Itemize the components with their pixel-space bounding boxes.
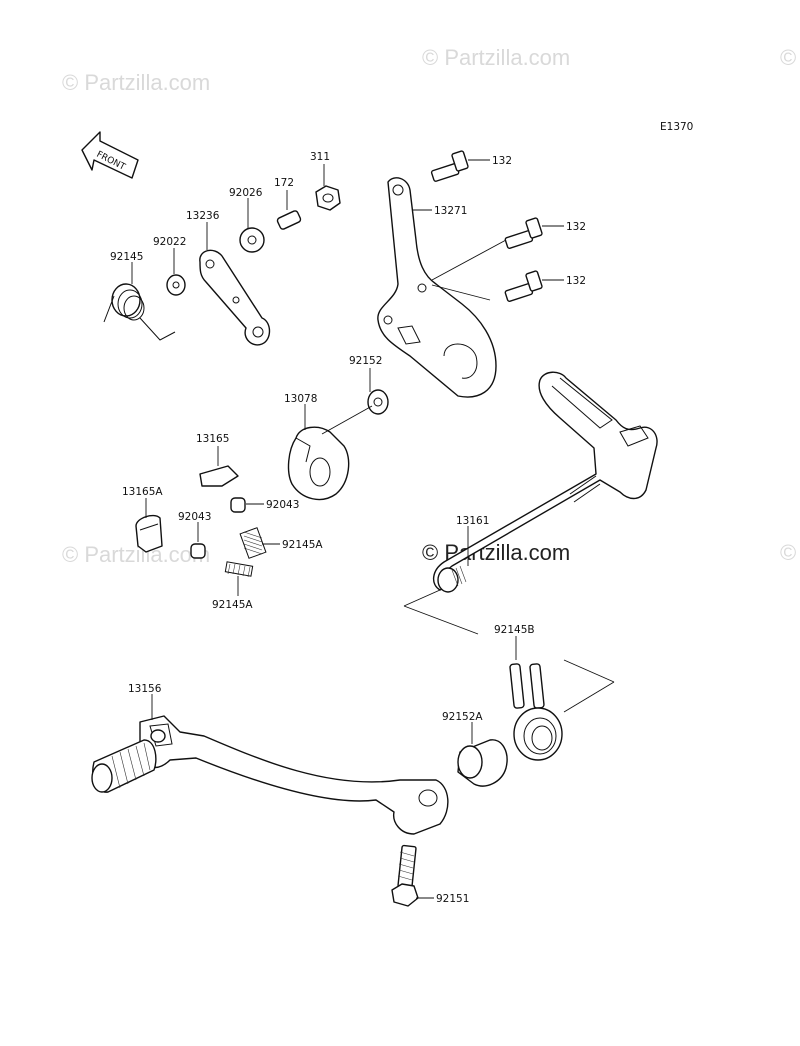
- label-13078: 13078: [284, 393, 317, 405]
- label-92152A: 92152A: [442, 711, 483, 723]
- label-311: 311: [310, 151, 330, 163]
- lever-13236-icon: [199, 249, 271, 346]
- label-92043-right: 92043: [266, 499, 299, 511]
- nut-311-icon: [315, 185, 341, 211]
- pawl-13165-icon: [199, 465, 239, 487]
- label-92026: 92026: [229, 187, 263, 199]
- spring-92145A-upper-icon: [239, 527, 267, 559]
- spring-92145B-icon: [509, 663, 563, 761]
- bolt-132-low-icon: [504, 270, 543, 302]
- label-13165A: 13165A: [122, 486, 163, 498]
- pin-172-icon: [276, 210, 302, 230]
- label-132-top: 132: [492, 155, 512, 167]
- label-132-mid: 132: [566, 221, 586, 233]
- collar-92026-icon: [239, 227, 265, 253]
- pin-92043-left-icon: [190, 543, 206, 559]
- label-92152: 92152: [349, 355, 382, 367]
- watermarks: © Partzilla.com © Partzilla.com © Partzi…: [62, 45, 800, 567]
- front-arrow-icon: FRONT: [81, 131, 139, 179]
- bolt-92151-icon: [391, 844, 419, 907]
- pedal-13156-icon: [139, 715, 449, 835]
- label-132-low: 132: [566, 275, 586, 287]
- label-172: 172: [274, 177, 294, 189]
- collar-92152A-icon: [457, 739, 508, 787]
- bolt-132-mid-icon: [504, 217, 543, 249]
- watermark-mid-right: © Partzilla.com: [780, 540, 800, 565]
- label-13271: 13271: [434, 205, 467, 217]
- label-92145: 92145: [110, 251, 143, 263]
- washer-92152-icon: [367, 389, 389, 415]
- label-13165: 13165: [196, 433, 229, 445]
- label-92145B: 92145B: [494, 624, 535, 636]
- label-92043-left: 92043: [178, 511, 211, 523]
- watermark-top-center: © Partzilla.com: [422, 45, 570, 70]
- label-13236: 13236: [186, 210, 220, 222]
- pedal-rubber-13156-icon: [91, 739, 157, 793]
- label-13161: 13161: [456, 515, 489, 527]
- pawl-13165A-icon: [135, 514, 163, 553]
- plate-13271-icon: [377, 177, 497, 398]
- watermark-top-left: © Partzilla.com: [62, 70, 210, 95]
- label-13156: 13156: [128, 683, 162, 695]
- washer-92022-icon: [166, 274, 186, 296]
- shaft-13161-icon: [433, 371, 658, 593]
- label-92145A-upper: 92145A: [282, 539, 323, 551]
- diagram-code: E1370: [660, 121, 693, 133]
- cam-13078-icon: [287, 426, 350, 501]
- spring-92145A-lower-icon: [224, 561, 254, 578]
- watermark-mid-left: © Partzilla.com: [62, 542, 210, 567]
- watermark-top-right: © Partzilla.com: [780, 45, 800, 70]
- spring-92145-icon: [103, 283, 176, 341]
- bolt-132-top-icon: [430, 150, 469, 182]
- pin-92043-right-icon: [230, 497, 246, 513]
- label-92022: 92022: [153, 236, 186, 248]
- label-92145A-lower: 92145A: [212, 599, 253, 611]
- label-92151: 92151: [436, 893, 469, 905]
